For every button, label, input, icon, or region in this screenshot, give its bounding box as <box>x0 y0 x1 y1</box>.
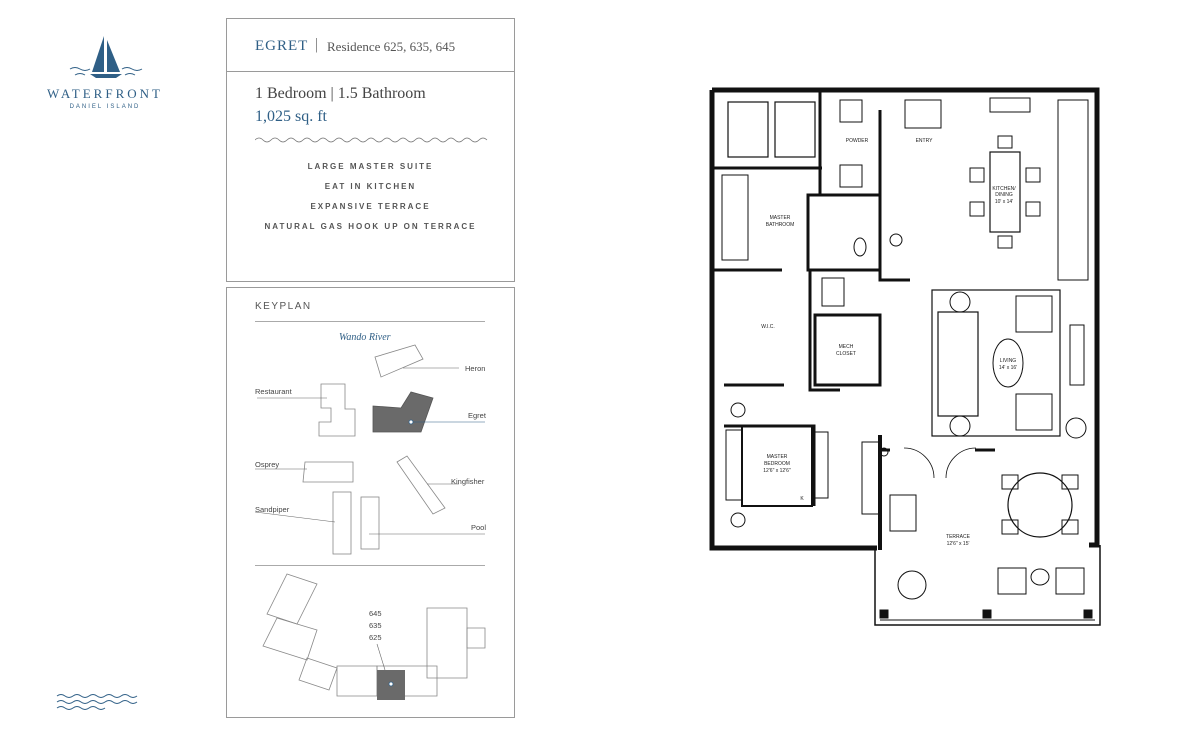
header-separator: | <box>315 36 319 53</box>
pool-label: Pool <box>471 523 486 532</box>
divider <box>255 565 485 566</box>
room-dimensions-terrace: 12'6" x 15' <box>947 541 970 547</box>
brand-subtitle: DANIEL ISLAND <box>69 104 141 110</box>
feature-item: EXPANSIVE TERRACE <box>310 202 431 211</box>
keyplan-panel: KEYPLAN Wando River Heron Restaurant Egr… <box>226 287 515 718</box>
room-label-master-bath: MASTER <box>770 215 791 221</box>
unit-info-panel: EGRET | Residence 625, 635, 645 1 Bedroo… <box>226 18 515 282</box>
room-label-living: LIVING <box>1000 358 1017 364</box>
osprey-label: Osprey <box>255 460 279 469</box>
square-footage: 1,025 sq. ft <box>255 108 327 125</box>
brand-name: WATERFRONT <box>47 86 163 101</box>
unit-header: EGRET | Residence 625, 635, 645 <box>227 19 514 72</box>
room-label-terrace: TERRACE <box>946 534 971 540</box>
sandpiper-building <box>254 491 485 555</box>
divider <box>255 321 485 322</box>
room-dimensions-kitchen: 10' x 14' <box>995 199 1013 205</box>
room-label-closet: CLOSET <box>836 351 856 357</box>
egret-label: Egret <box>468 411 487 420</box>
room-label-master-bath: BATHROOM <box>766 222 795 228</box>
restaurant-building <box>257 383 356 437</box>
osprey-building <box>255 461 354 483</box>
floor-label: 645 <box>369 609 382 618</box>
sailboat-logo-icon <box>69 36 143 78</box>
room-dimensions-living: 14' x 16' <box>999 365 1017 371</box>
egret-building <box>372 391 485 433</box>
kingfisher-building <box>396 455 459 515</box>
bed-bath-count: 1 Bedroom | 1.5 Bathroom <box>255 85 426 102</box>
room-label-kitchen: KITCHEN/ <box>992 186 1016 192</box>
room-label-wic: W.I.C. <box>761 324 775 330</box>
sandpiper-label: Sandpiper <box>255 505 290 514</box>
room-label-mech: MECH <box>839 344 854 350</box>
floor-label: 625 <box>369 633 382 642</box>
room-label-bedroom: MASTER <box>767 454 788 460</box>
room-dimensions-bedroom: 12'6" x 12'6" <box>763 468 791 474</box>
room-label-entry: ENTRY <box>916 138 934 144</box>
heron-label: Heron <box>465 364 485 373</box>
floor-plan: POWDER ENTRY KITCHEN/ DINING 10' x 14' M… <box>709 87 1101 626</box>
keyplan-title: KEYPLAN <box>255 301 312 312</box>
room-label-dining: DINING <box>995 192 1013 198</box>
waves-decoration-icon <box>56 694 138 710</box>
kingfisher-label: Kingfisher <box>451 477 485 486</box>
heron-building <box>374 344 459 378</box>
feature-item: LARGE MASTER SUITE <box>307 162 434 171</box>
unit-name: EGRET <box>255 38 309 54</box>
building-keyplan-map: 645 635 625 <box>262 573 486 700</box>
floor-label: 635 <box>369 621 382 630</box>
wave-divider-icon <box>255 137 488 143</box>
room-label-powder: POWDER <box>846 138 869 144</box>
site-keyplan-map: Wando River Heron Restaurant Egret Ospre… <box>254 332 487 555</box>
restaurant-label: Restaurant <box>255 387 293 396</box>
room-label-bedroom: BEDROOM <box>764 461 790 467</box>
features-list: LARGE MASTER SUITE EAT IN KITCHEN EXPANS… <box>227 157 514 237</box>
river-label: Wando River <box>339 332 391 343</box>
closet-marker: K <box>800 496 804 502</box>
residence-numbers: Residence 625, 635, 645 <box>327 39 456 54</box>
feature-item: EAT IN KITCHEN <box>324 182 417 191</box>
feature-item: NATURAL GAS HOOK UP ON TERRACE <box>264 222 477 231</box>
